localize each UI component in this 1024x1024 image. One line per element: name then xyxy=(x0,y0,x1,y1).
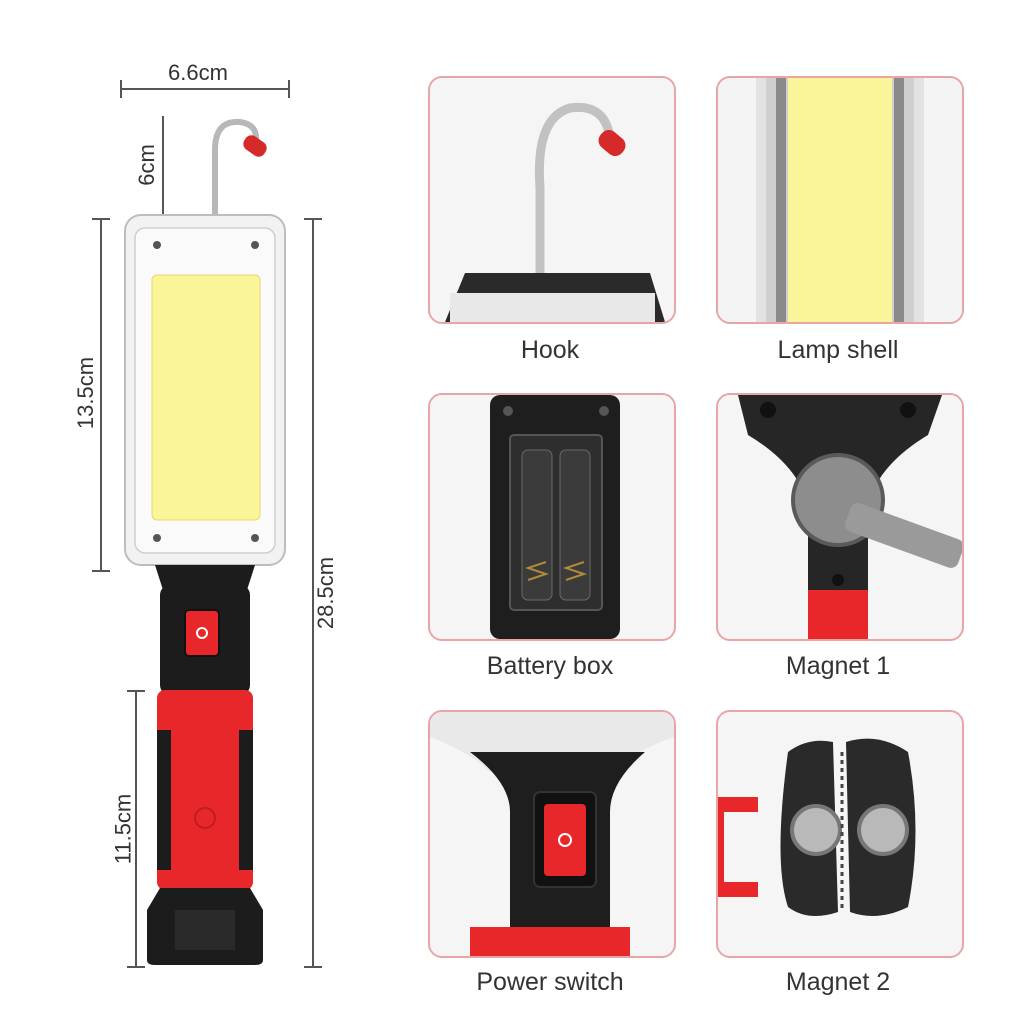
magnet-1-panel xyxy=(716,393,964,641)
battery-box-panel xyxy=(428,393,676,641)
lamp-dimension-tick-top xyxy=(92,218,110,220)
width-dimension-tick-right xyxy=(288,80,290,98)
magnet-2-panel xyxy=(716,710,964,958)
handle-dimension-line xyxy=(135,690,137,968)
width-dimension-label: 6.6cm xyxy=(168,60,228,85)
width-dimension-tick-left xyxy=(120,80,122,98)
lamp-dimension-label: 13.5cm xyxy=(73,356,99,430)
handle-dimension-tick-top xyxy=(127,690,145,692)
power-switch-caption: Power switch xyxy=(476,968,624,996)
total-dimension-label: 28.5cm xyxy=(313,556,339,630)
lamp-dimension-line xyxy=(100,218,102,572)
lamp-dimension-tick-bottom xyxy=(92,570,110,572)
magnet-2-caption: Magnet 2 xyxy=(785,968,891,996)
width-dimension-line xyxy=(120,88,290,90)
hook-caption: Hook xyxy=(520,336,580,364)
hook-dimension-line xyxy=(162,116,164,216)
handle-dimension-tick-bottom xyxy=(127,966,145,968)
lamp-shell-panel xyxy=(716,76,964,324)
power-switch-panel xyxy=(428,710,676,958)
total-dimension-line xyxy=(312,218,314,968)
hook-panel xyxy=(428,76,676,324)
battery-box-caption: Battery box xyxy=(486,652,614,680)
total-dimension-tick-top xyxy=(304,218,322,220)
lamp-shell-caption: Lamp shell xyxy=(777,336,899,364)
work-light-product-image xyxy=(115,110,295,970)
total-dimension-tick-bottom xyxy=(304,966,322,968)
magnet-1-caption: Magnet 1 xyxy=(785,652,891,680)
